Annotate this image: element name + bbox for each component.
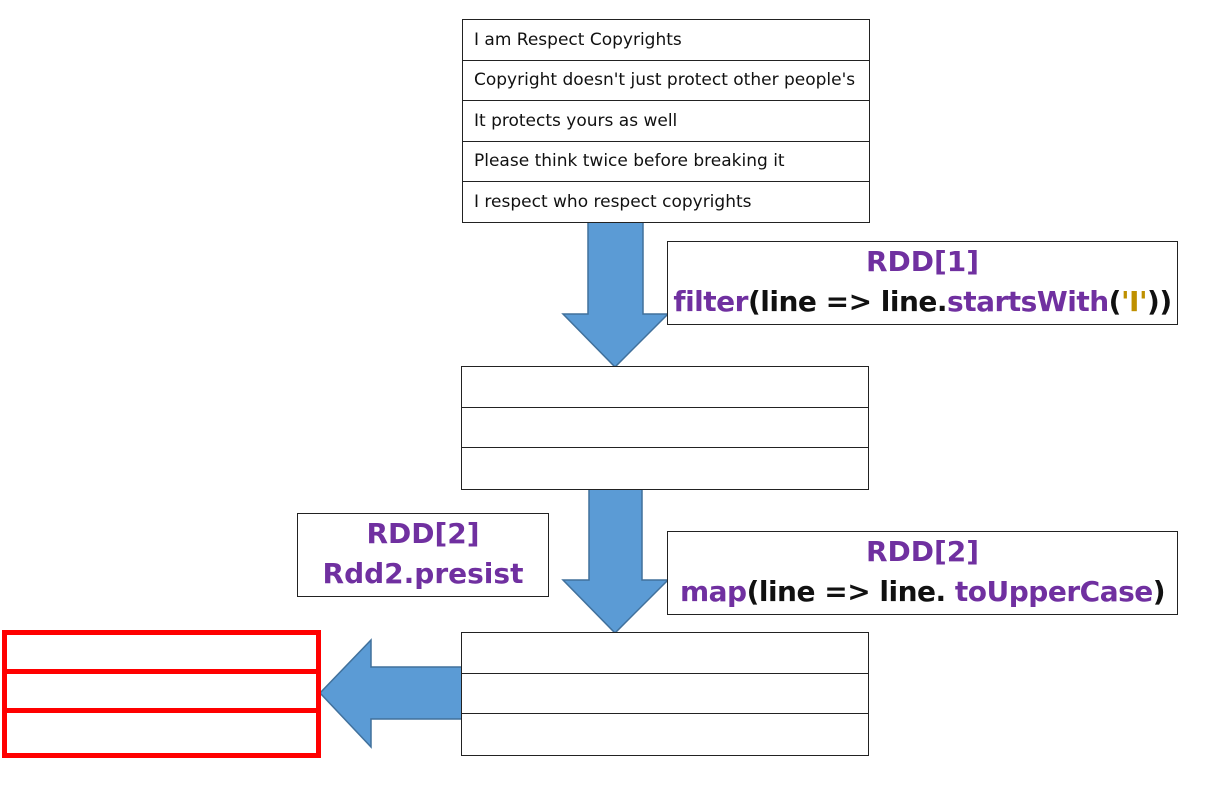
table-row — [7, 674, 316, 713]
input-rdd-table: I am Respect Copyrights Copyright doesn'… — [462, 19, 870, 223]
down-arrow-map — [561, 487, 670, 635]
filter-code: filter(line => line.startsWith('I')) — [668, 282, 1177, 322]
code-close: )) — [1147, 285, 1172, 318]
table-row — [462, 714, 868, 755]
persist-label: RDD[2] Rdd2.presist — [297, 513, 549, 597]
table-row — [7, 713, 316, 752]
table-row — [7, 635, 316, 674]
table-row — [462, 408, 868, 448]
code-method: toUpperCase — [954, 575, 1153, 608]
down-arrow-filter — [561, 220, 670, 369]
table-row: I respect who respect copyrights — [474, 192, 752, 213]
rdd2-persist-title: RDD[2] — [366, 517, 480, 550]
rdd1-title: RDD[1] — [865, 245, 980, 278]
code-paren: ( — [1108, 285, 1122, 318]
code-fn: filter — [673, 285, 748, 318]
code-fn: map — [679, 575, 747, 608]
code-method: startsWith — [947, 285, 1109, 318]
table-row: I am Respect Copyrights — [463, 20, 869, 61]
persist-code: Rdd2.presist — [322, 557, 524, 590]
map-code: map(line => line. toUpperCase) — [668, 572, 1177, 612]
map-transformation-label: RDD[2] map(line => line. toUpperCase) — [667, 531, 1178, 615]
code-close: ) — [1152, 575, 1166, 608]
rdd2-title: RDD[2] — [865, 535, 980, 568]
table-row: It protects yours as well — [463, 101, 869, 142]
table-row — [462, 367, 868, 408]
code-lambda: (line => line. — [746, 575, 955, 608]
code-arg: 'I' — [1120, 285, 1148, 318]
mapped-rdd-table — [461, 632, 869, 756]
filter-transformation-label: RDD[1] filter(line => line.startsWith('I… — [667, 241, 1178, 325]
table-row — [462, 448, 868, 489]
table-row — [462, 674, 868, 714]
table-row: Copyright doesn't just protect other peo… — [463, 61, 869, 101]
persisted-rdd-table — [2, 630, 321, 758]
left-arrow-persist — [318, 638, 463, 749]
table-row — [462, 633, 868, 674]
filtered-rdd-table — [461, 366, 869, 490]
table-row: Please think twice before breaking it — [463, 142, 869, 182]
code-lambda: (line => line. — [747, 285, 948, 318]
